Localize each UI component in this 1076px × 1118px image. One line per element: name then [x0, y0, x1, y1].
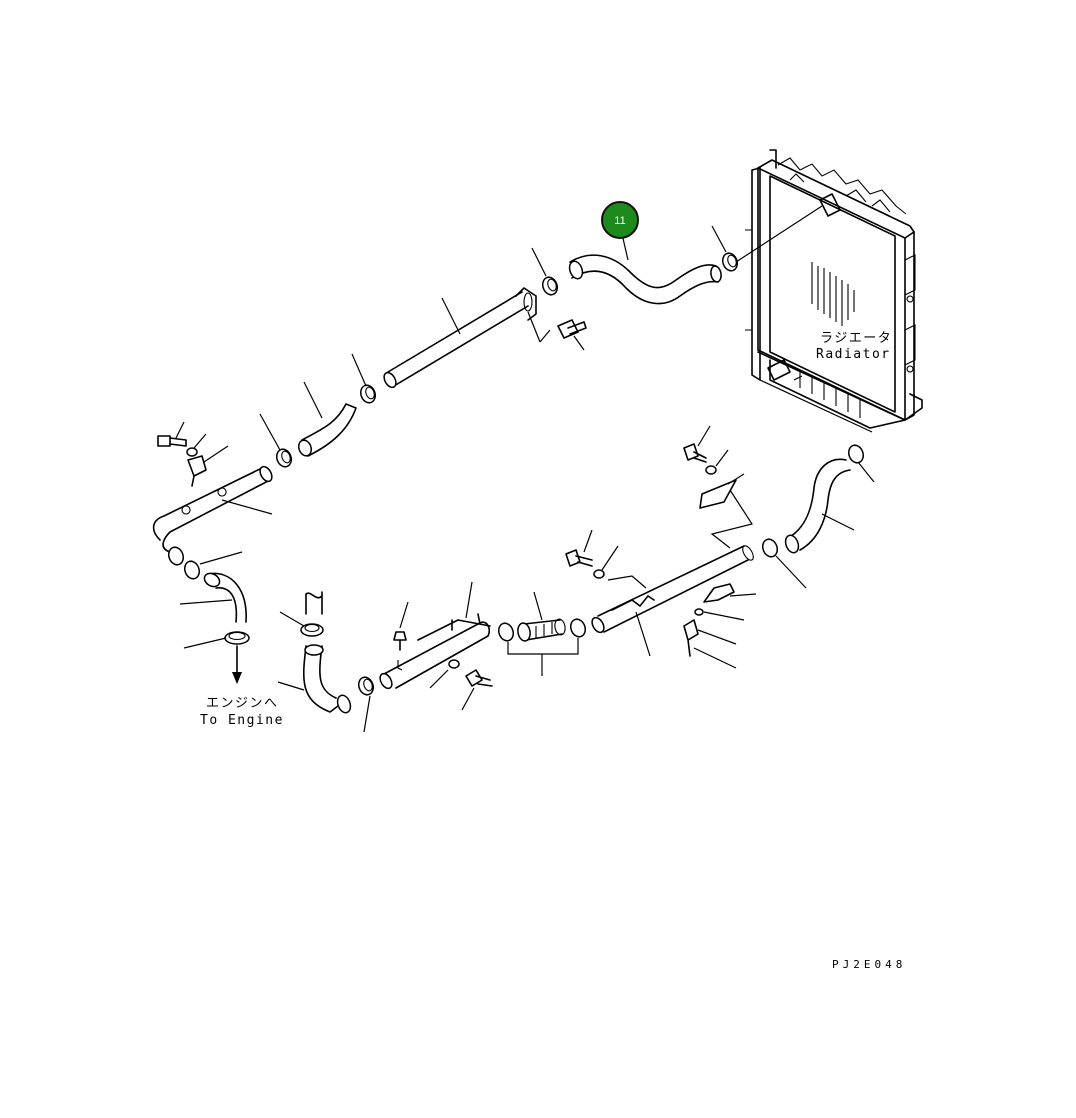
bracket-plate	[699, 479, 737, 509]
bolt-left	[157, 435, 187, 447]
leader-line	[351, 353, 367, 387]
leader-line	[363, 695, 371, 733]
leader-line	[399, 601, 409, 629]
middle-hose	[517, 618, 566, 642]
leader-line	[735, 205, 823, 263]
leader-line	[697, 629, 737, 645]
leader-line	[527, 311, 585, 351]
leader-line	[531, 247, 547, 277]
bolt-lower-right	[565, 549, 593, 567]
hose-clamp-lower-left	[357, 676, 375, 696]
drawing-code: PJ2E048	[832, 958, 906, 971]
hose-clamp-left-upper	[275, 448, 293, 468]
leader-line	[183, 637, 227, 649]
leader-line	[179, 599, 233, 605]
engine-label-jp: エンジンへ	[206, 696, 279, 711]
hose-clamp-top-small	[300, 623, 324, 637]
callout-number: 11	[614, 215, 625, 227]
hose-clamp-middle-right	[569, 618, 587, 638]
leader-line	[199, 551, 243, 565]
leader-line	[635, 611, 651, 657]
bolt-lower-middle	[465, 669, 493, 687]
washer-lower-middle	[448, 659, 460, 669]
lower-middle-pipe	[379, 613, 491, 690]
leader-line	[465, 581, 473, 619]
leader-line	[857, 461, 875, 483]
leader-line	[221, 499, 273, 515]
leader-line	[821, 513, 855, 531]
leader-line	[583, 529, 619, 571]
leader-line	[259, 413, 281, 451]
callout-badge[interactable]	[601, 201, 639, 239]
washer-left	[186, 447, 198, 457]
leader-line	[703, 611, 745, 621]
drain-valve	[683, 583, 735, 657]
bracket-left	[187, 455, 207, 487]
lower-left-hose	[302, 644, 352, 714]
leader-line	[303, 381, 323, 419]
leader-line	[533, 591, 543, 621]
radiator-label-en: Radiator	[816, 347, 891, 362]
fitting-small	[393, 631, 407, 651]
leader-line	[759, 379, 873, 433]
leader-line	[607, 575, 647, 589]
hose-clamp-left-lower	[167, 546, 201, 580]
bolt-upper	[557, 319, 587, 339]
washer-bracket	[705, 465, 717, 475]
bolt-bracket	[683, 443, 707, 463]
hose-cut-symbol	[305, 591, 323, 615]
leader-line	[461, 687, 475, 711]
leader-line	[507, 638, 579, 676]
leader-line	[693, 647, 737, 669]
lower-right-pipe	[591, 545, 754, 634]
leader-line	[697, 425, 745, 485]
radiator	[745, 149, 923, 429]
lower-radiator-hose	[784, 458, 851, 554]
engine-label-en: To Engine	[200, 713, 284, 728]
leader-line	[279, 611, 305, 627]
hose-clamp-upper-left	[541, 276, 559, 296]
leader-line	[775, 555, 807, 589]
arrow-to-engine	[232, 645, 242, 684]
upper-pipe	[383, 287, 537, 389]
leader-line	[175, 421, 229, 463]
upper-hose	[568, 254, 722, 305]
radiator-label-jp: ラジエータ	[820, 331, 892, 346]
hose-clamp-upper-right	[721, 252, 739, 272]
leader-line	[711, 225, 727, 253]
leader-line	[429, 669, 449, 689]
hose-clamp-engine	[224, 631, 250, 645]
washer-lower-right	[593, 569, 605, 579]
leader-line	[710, 489, 753, 549]
left-pipe	[152, 465, 273, 553]
leader-line	[277, 681, 305, 691]
hose-clamp-middle-left	[497, 622, 515, 642]
leader-line	[729, 593, 757, 597]
hose-clamp-upper-middle	[359, 384, 377, 404]
elbow-hose-engine	[203, 572, 247, 623]
hose-clamp-lower-right	[761, 444, 865, 558]
connector-hose-upper	[297, 403, 357, 457]
leader-line	[441, 297, 461, 335]
callout-11[interactable]: 11	[601, 201, 639, 239]
